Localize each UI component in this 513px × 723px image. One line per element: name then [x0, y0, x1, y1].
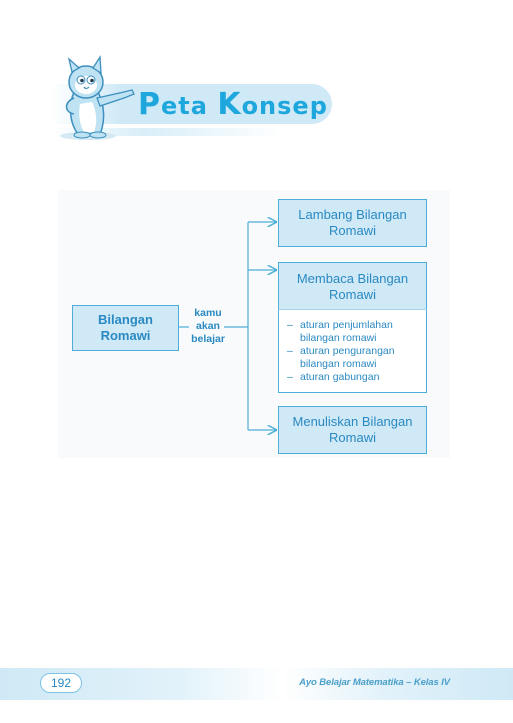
rule-item-gabungan: – aturan gabungan	[287, 371, 380, 383]
branch-2-line-2: Romawi	[329, 286, 376, 302]
branch-box-lambang: Lambang Bilangan Romawi	[278, 199, 427, 247]
book-title-footer: Ayo Belajar Matematika – Kelas IV	[299, 677, 450, 688]
membaca-rules-box: – aturan penjumlahan bilangan romawi – a…	[278, 309, 427, 393]
branch-2-line-1: Membaca Bilangan	[296, 270, 409, 286]
connector-word-2: akan	[196, 320, 220, 332]
mascot-illustration	[52, 54, 142, 142]
connector-label: kamu akan belajar	[184, 307, 232, 346]
branch-3-line-2: Romawi	[329, 430, 376, 445]
rule-item-penjumlahan: – aturan penjumlahan bilangan romawi	[287, 319, 393, 344]
branch-1-line-1: Lambang Bilangan	[298, 207, 407, 222]
branch-3-line-1: Menuliskan Bilangan	[292, 414, 413, 429]
header-banner-shadow	[52, 128, 282, 136]
connector-word-3: belajar	[191, 333, 225, 345]
page-number: 192	[40, 673, 82, 693]
page-title: Peta Konsep	[138, 87, 328, 122]
connector-word-1: kamu	[194, 307, 222, 319]
footer-band	[0, 668, 513, 700]
root-concept-line-1: Bilangan	[98, 312, 153, 327]
root-concept-box: Bilangan Romawi	[72, 305, 179, 351]
branch-box-membaca: Membaca Bilangan Romawi	[278, 262, 427, 310]
root-concept-line-2: Romawi	[100, 328, 151, 343]
rule-item-pengurangan: – aturan pengurangan bilangan romawi	[287, 345, 395, 370]
rules-list: – aturan penjumlahan bilangan romawi – a…	[285, 319, 422, 384]
branch-box-menuliskan: Menuliskan Bilangan Romawi	[278, 406, 427, 454]
branch-1-line-2: Romawi	[329, 223, 376, 238]
